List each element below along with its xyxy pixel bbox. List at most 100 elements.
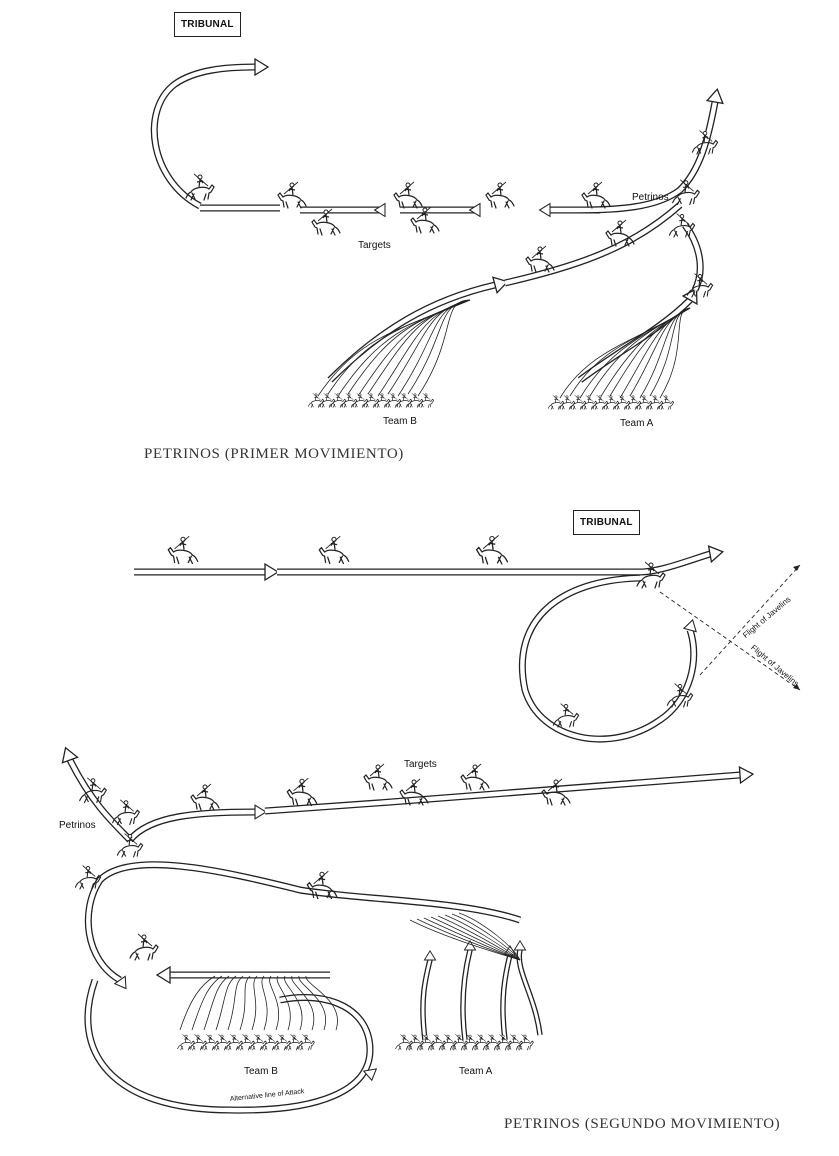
horseman-icon-1 bbox=[672, 179, 701, 206]
track-top-2c bbox=[639, 550, 712, 576]
teama-rider-icon-1 bbox=[646, 395, 664, 410]
teamb-fan-line-2 bbox=[179, 975, 216, 1031]
team-b-label-1: Team B bbox=[383, 416, 417, 427]
teama-fan-line-1 bbox=[569, 307, 691, 397]
teamb-fan-line-1 bbox=[377, 299, 471, 397]
teamb-fan-line-2 bbox=[203, 975, 230, 1031]
teamb-rider-icon-1 bbox=[384, 393, 402, 408]
horseman-icon-2 bbox=[74, 865, 102, 890]
teamb-rider-icon-2 bbox=[249, 1034, 267, 1051]
track-teama-2-1 bbox=[460, 949, 473, 1041]
track-exit-2 bbox=[66, 758, 133, 843]
horseman-icon-1 bbox=[277, 181, 307, 209]
teama-fan-line-1 bbox=[589, 307, 691, 397]
horseman-icon-2 bbox=[399, 778, 429, 806]
arrow-head-teama-2 bbox=[423, 950, 437, 961]
track-loop-2 bbox=[518, 574, 698, 743]
track-uturn-1 bbox=[150, 63, 256, 210]
arrow-head-alt-2 bbox=[362, 1068, 378, 1082]
teama-fan-line-1 bbox=[659, 307, 691, 399]
horseman-icon-1 bbox=[605, 219, 635, 247]
javelin-arrow-icon bbox=[793, 565, 800, 571]
teamb-rider-icon-2 bbox=[285, 1034, 303, 1051]
teama-rider-icon-1 bbox=[558, 395, 576, 410]
teama-rider-icon-1 bbox=[635, 395, 653, 410]
horseman-icon-2 bbox=[112, 799, 141, 826]
horseman-icon-2 bbox=[116, 833, 144, 858]
teamb-rider-icon-1 bbox=[395, 393, 413, 408]
team-a-label-1: Team A bbox=[620, 418, 654, 429]
horseman-icon-2 bbox=[306, 870, 338, 900]
teamb-fan-line-2 bbox=[215, 975, 237, 1031]
teama-rider-icon-1 bbox=[602, 395, 620, 410]
horseman-icon-2 bbox=[475, 535, 509, 565]
arrow-head-teamb-1 bbox=[492, 276, 509, 295]
teama-fan-line-2 bbox=[444, 914, 521, 961]
horseman-icon-1 bbox=[581, 181, 611, 209]
teamb-rider-icon-1 bbox=[329, 393, 347, 408]
teamb-rider-icon-2 bbox=[225, 1034, 243, 1051]
teamb-rider-icon-1 bbox=[351, 393, 369, 408]
caption-primer-movimiento: PETRINOS (PRIMER MOVIMIENTO) bbox=[144, 446, 404, 462]
tribunal-box-1: TRIBUNAL bbox=[174, 12, 241, 37]
teama-rider-icon-1 bbox=[624, 395, 642, 410]
teamb-fan-line-2 bbox=[227, 975, 244, 1031]
teamb-rider-icon-2 bbox=[261, 1034, 279, 1051]
arrow-head-teama-2 bbox=[513, 940, 527, 951]
teamb-fan-line-2 bbox=[284, 975, 303, 1031]
track-s-2 bbox=[84, 861, 522, 984]
arrow-head-top-2c bbox=[707, 545, 725, 564]
petrinos-label-2: Petrinos bbox=[59, 820, 96, 831]
horseman-icon-1 bbox=[686, 273, 714, 298]
horseman-icon-2 bbox=[541, 778, 571, 806]
javelin-arrow-icon bbox=[793, 684, 800, 690]
arrow-head-main-1c bbox=[468, 202, 481, 218]
arrow-head-s-2 bbox=[113, 975, 127, 990]
teama-fan-line-2 bbox=[458, 912, 521, 961]
teamb-rider-icon-2 bbox=[297, 1034, 315, 1051]
horseman-icon-2 bbox=[460, 763, 490, 791]
targets-label-1: Targets bbox=[358, 240, 391, 251]
teamb-rider-icon-2 bbox=[273, 1034, 291, 1051]
teamb-rider-icon-2 bbox=[201, 1034, 219, 1051]
teama-fan-line-2 bbox=[409, 919, 521, 961]
teamb-rider-icon-1 bbox=[362, 393, 380, 408]
teamb-rider-icon-1 bbox=[417, 393, 435, 408]
teama-rider-icon-1 bbox=[547, 395, 565, 410]
teamb-rider-icon-2 bbox=[213, 1034, 231, 1051]
petrinos-label-1: Petrinos bbox=[632, 192, 669, 203]
track-lower-2a bbox=[127, 808, 256, 843]
track-teama-1b bbox=[682, 222, 704, 292]
arrow-head-loop-2 bbox=[682, 618, 697, 633]
teamb-fan-line-2 bbox=[291, 975, 315, 1031]
horseman-icon-2 bbox=[129, 933, 159, 961]
horseman-icon-1 bbox=[525, 245, 555, 273]
horseman-icon-1 bbox=[485, 181, 515, 209]
horseman-icon-2 bbox=[666, 683, 694, 708]
teamb-rider-icon-2 bbox=[237, 1034, 255, 1051]
teamb-fan-line-2 bbox=[298, 975, 327, 1031]
teama-rider-icon-2 bbox=[516, 1034, 534, 1051]
horseman-icon-2 bbox=[79, 777, 108, 804]
teama-fan-line-2 bbox=[437, 915, 521, 961]
team-b-label-2: Team B bbox=[244, 1066, 278, 1077]
teamb-rider-icon-1 bbox=[373, 393, 391, 408]
track-teama-2-2 bbox=[500, 954, 513, 1041]
teama-fan-line-2 bbox=[423, 917, 521, 961]
teamb-fan-line-2 bbox=[251, 975, 258, 1031]
track-lower-2b bbox=[264, 771, 741, 815]
horseman-icon-2 bbox=[286, 777, 318, 807]
javelin-flight-line-2 bbox=[699, 564, 801, 676]
horseman-icon-2 bbox=[190, 783, 220, 811]
teamb-rider-icon-2 bbox=[189, 1034, 207, 1051]
horseman-icon-2 bbox=[167, 535, 199, 565]
arrow-head-top-2a bbox=[264, 562, 280, 582]
team-a-label-2: Team A bbox=[459, 1066, 493, 1077]
teama-rider-icon-1 bbox=[591, 395, 609, 410]
teamb-fan-line-1 bbox=[337, 299, 471, 397]
arrow-head-main-1d bbox=[538, 202, 551, 218]
horseman-icon-2 bbox=[636, 561, 666, 589]
targets-label-2: Targets bbox=[404, 759, 437, 770]
